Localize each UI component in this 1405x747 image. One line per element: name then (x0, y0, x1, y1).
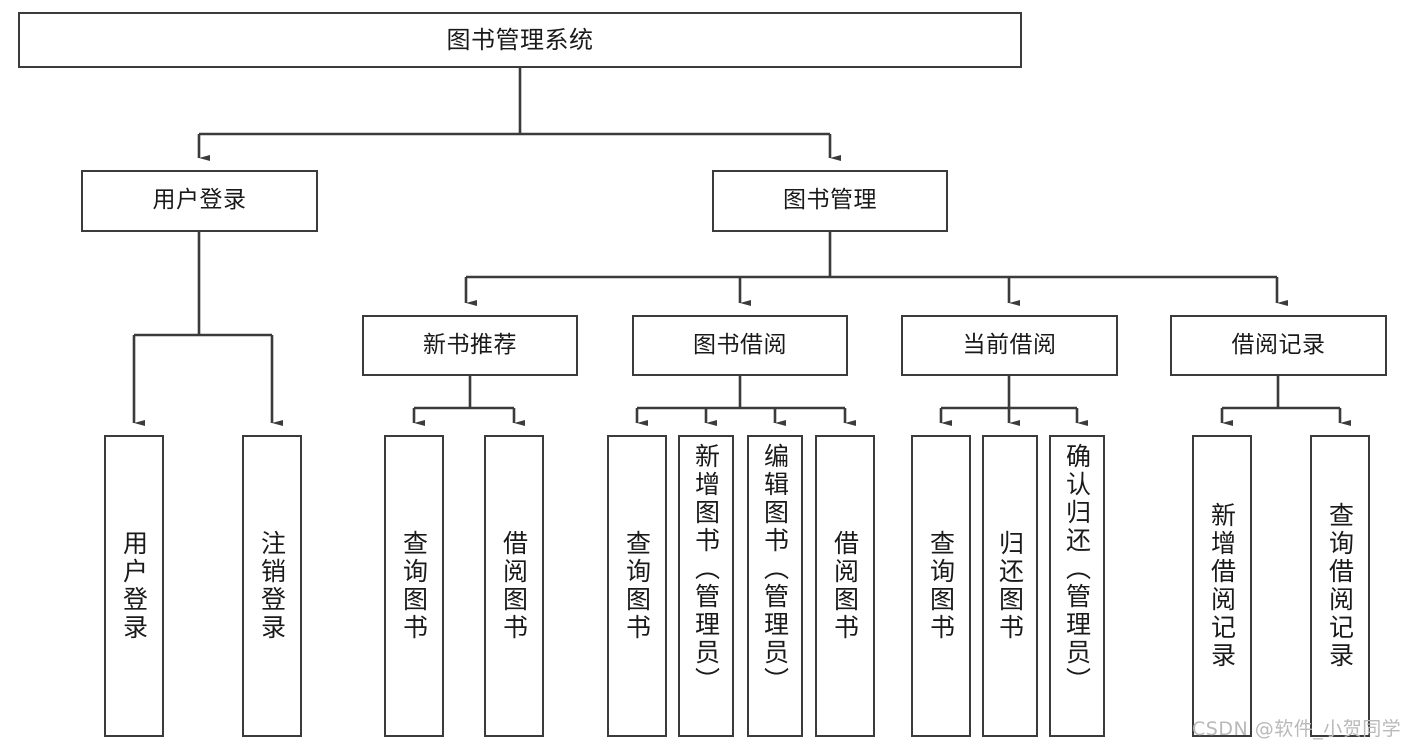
leaf-return-book[interactable]: 归还图书 (982, 435, 1038, 737)
node-label: 借阅图书 (830, 530, 860, 642)
node-current-borrow[interactable]: 当前借阅 (901, 315, 1118, 376)
node-label: 图书管理系统 (446, 25, 594, 54)
leaf-user-login[interactable]: 用户登录 (104, 435, 164, 737)
leaf-confirm-return-admin[interactable]: 确认归还（管理员） (1049, 435, 1105, 737)
leaf-query-borrow-record[interactable]: 查询借阅记录 (1310, 435, 1370, 737)
leaf-add-book-admin[interactable]: 新增图书（管理员） (678, 435, 734, 737)
leaf-query-book-current[interactable]: 查询图书 (911, 435, 971, 737)
leaf-borrow-book[interactable]: 借阅图书 (815, 435, 875, 737)
node-user-login[interactable]: 用户登录 (81, 170, 318, 232)
leaf-edit-book-admin[interactable]: 编辑图书（管理员） (747, 435, 803, 737)
node-label: 借阅图书 (499, 530, 529, 642)
node-label: 归还图书 (995, 530, 1025, 642)
node-label: 查询借阅记录 (1325, 502, 1355, 670)
leaf-query-book-borrow[interactable]: 查询图书 (607, 435, 667, 737)
node-label: 新书推荐 (423, 331, 517, 358)
leaf-add-borrow-record[interactable]: 新增借阅记录 (1192, 435, 1252, 737)
node-label: 新增图书（管理员） (691, 443, 721, 695)
node-label: 查询图书 (926, 530, 956, 642)
node-label: 确认归还（管理员） (1062, 443, 1092, 695)
node-label: 新增借阅记录 (1207, 502, 1237, 670)
node-label: 用户登录 (119, 530, 149, 642)
node-book-borrow[interactable]: 图书借阅 (632, 315, 848, 376)
node-book-management[interactable]: 图书管理 (712, 170, 948, 232)
watermark-text: CSDN @软件_小贺同学 (1192, 718, 1402, 740)
node-root-book-management-system[interactable]: 图书管理系统 (18, 12, 1022, 68)
node-borrow-record[interactable]: 借阅记录 (1170, 315, 1387, 376)
leaf-query-book-recommend[interactable]: 查询图书 (384, 435, 444, 737)
node-label: 图书管理 (783, 187, 877, 214)
leaf-borrow-book-recommend[interactable]: 借阅图书 (484, 435, 544, 737)
node-label: 查询图书 (399, 530, 429, 642)
node-label: 编辑图书（管理员） (760, 443, 790, 695)
node-label: 借阅记录 (1231, 331, 1326, 358)
node-label: 图书借阅 (693, 331, 787, 358)
node-label: 用户登录 (152, 187, 247, 214)
node-new-book-recommend[interactable]: 新书推荐 (362, 315, 578, 376)
node-label: 当前借阅 (962, 331, 1057, 358)
node-label: 注销登录 (257, 530, 287, 642)
leaf-logout[interactable]: 注销登录 (242, 435, 302, 737)
node-label: 查询图书 (622, 530, 652, 642)
